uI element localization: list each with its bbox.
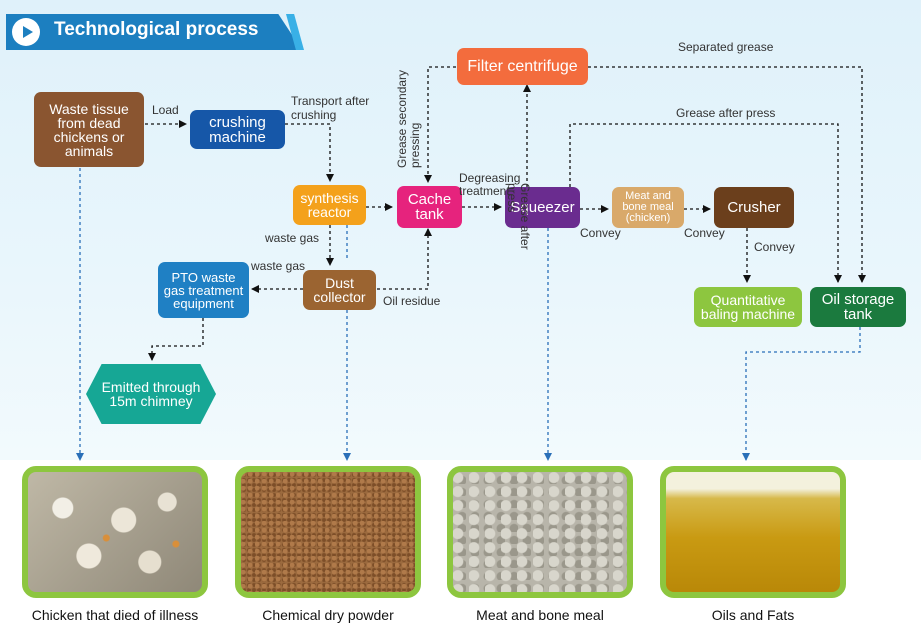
crushing-machine-label: crushing machine — [209, 113, 266, 146]
caption-meat-bone-meal: Meat and bone meal — [476, 607, 604, 623]
waste-tissue-label: Waste tissue from dead chickens or anima… — [49, 100, 129, 159]
label-waste-gas-2: waste gas — [251, 259, 306, 273]
arrow-pto-to-chimney — [148, 318, 204, 361]
filter-centrifuge-node: Filter centrifuge — [457, 48, 588, 85]
title-banner — [6, 14, 302, 50]
label-convey-1: Convey — [580, 226, 621, 240]
label-degreasing: Degreasing treatment — [459, 171, 521, 198]
photo-meat-bone-meal — [447, 466, 633, 598]
label-grease-secondary: Grease secondary pressing — [395, 68, 423, 168]
arrow-grease-after-press — [569, 123, 842, 283]
oil-storage-tank-label: Oil storage tank — [821, 291, 895, 323]
label-grease-after-press-vertical-text: Grease after press — [504, 183, 532, 250]
oil-storage-tank-node: Oil storage tank — [810, 287, 906, 327]
synthesis-reactor-node: synthesis reactor — [293, 185, 366, 225]
arrow-tank-to-oil — [742, 327, 861, 461]
cache-tank-node: Cache tank — [397, 186, 462, 228]
arrow-transport — [285, 123, 334, 182]
label-load: Load — [152, 103, 179, 117]
page-title: Technological process — [54, 19, 259, 40]
waste-tissue-node: Waste tissue from dead chickens or anima… — [34, 92, 144, 167]
crushing-machine-node: crushing machine — [190, 110, 285, 149]
dust-collector-node: Dust collector — [303, 270, 376, 310]
arrow-grease-secondary — [424, 66, 456, 183]
dust-collector-label: Dust collector — [313, 275, 366, 305]
photo-oils-fats — [660, 466, 846, 598]
label-convey-2: Convey — [684, 226, 725, 240]
photo-dry-powder — [235, 466, 421, 598]
pto-equipment-node: PTO waste gas treatment equipment — [158, 262, 249, 318]
crusher-label: Crusher — [727, 199, 781, 216]
photo-dead-chickens — [22, 466, 208, 598]
caption-oils-fats: Oils and Fats — [711, 607, 795, 623]
synthesis-reactor-label: synthesis reactor — [300, 190, 359, 220]
label-separated-grease: Separated grease — [678, 40, 774, 54]
caption-dead-chickens: Chicken that died of illness — [31, 607, 199, 623]
meat-bone-meal-node: Meat and bone meal (chicken) — [612, 187, 684, 228]
label-grease-secondary-text: Grease secondary pressing — [395, 69, 423, 168]
filter-centrifuge-label: Filter centrifuge — [467, 57, 578, 75]
chimney-label: Emitted through 15m chimney — [101, 379, 201, 409]
label-grease-after-press-vertical: Grease after press — [504, 183, 532, 263]
label-convey-3: Convey — [754, 240, 795, 254]
baling-machine-node: Quantitative baling machine — [694, 287, 802, 327]
crusher-node: Crusher — [714, 187, 794, 228]
baling-machine-label: Quantitative baling machine — [700, 292, 796, 322]
label-grease-after-press: Grease after press — [676, 106, 776, 120]
label-waste-gas-1: waste gas — [265, 231, 320, 245]
meat-bone-meal-label: Meat and bone meal (chicken) — [622, 190, 674, 224]
chimney-node: Emitted through 15m chimney — [86, 364, 216, 424]
arrow-oil-residue — [377, 228, 432, 290]
squeezer-label: Squeezer — [510, 199, 575, 216]
label-oil-residue: Oil residue — [383, 294, 441, 308]
play-icon — [12, 18, 40, 46]
label-transport: Transport after crushing — [291, 94, 370, 122]
arrow-separated-grease — [588, 66, 866, 283]
pto-equipment-label: PTO waste gas treatment equipment — [163, 269, 244, 311]
caption-dry-powder: Chemical dry powder — [262, 607, 394, 623]
cache-tank-label: Cache tank — [407, 191, 452, 223]
squeezer-node: Squeezer — [505, 187, 580, 228]
